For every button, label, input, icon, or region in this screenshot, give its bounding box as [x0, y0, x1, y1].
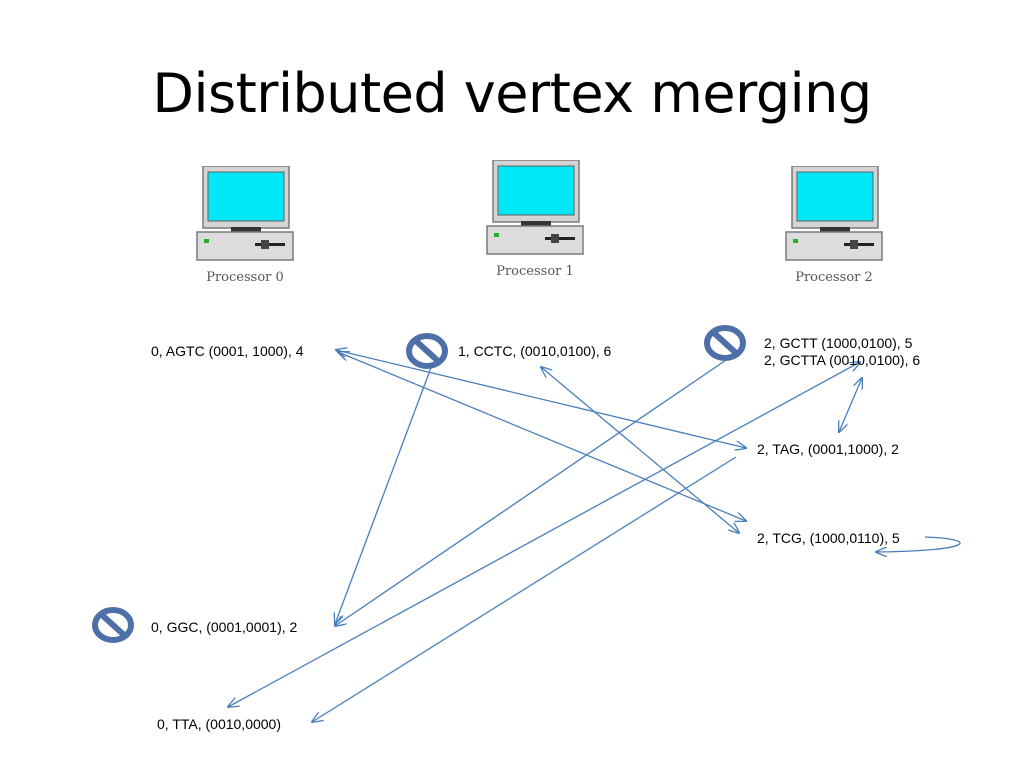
no-entry-icon: [92, 607, 134, 643]
node-tcg: 2, TCG, (1000,0110), 5: [757, 530, 900, 546]
processor-label: Processor 0: [206, 270, 284, 285]
node-gctt: 2, GCTT (1000,0100), 5: [764, 335, 913, 351]
computer-icon: [486, 160, 584, 255]
edge-agtc-tag: [336, 350, 746, 448]
node-cctc: 1, CCTC, (0010,0100), 6: [458, 343, 612, 359]
no-entry-icon: [406, 333, 448, 369]
computer-icon: [196, 166, 294, 261]
processor-1: Processor 1: [485, 160, 595, 290]
edge-cctc-ggc: [335, 364, 433, 624]
edge-agtc-tcg: [338, 352, 746, 521]
node-ggc: 0, GGC, (0001,0001), 2: [151, 619, 298, 635]
processor-label: Processor 2: [795, 270, 873, 285]
node-tta: 0, TTA, (0010,0000): [157, 716, 281, 732]
computer-icon: [785, 166, 883, 261]
processor-2: Processor 2: [784, 166, 894, 296]
no-entry-icon: [704, 325, 746, 361]
node-gctta: 2, GCTTA (0010,0100), 6: [764, 352, 921, 368]
node-tag: 2, TAG, (0001,1000), 2: [757, 441, 899, 457]
edge-cctc-tcg: [541, 367, 739, 533]
processor-0: Processor 0: [195, 166, 305, 296]
slide-title: Distributed vertex merging: [152, 62, 872, 125]
processor-label: Processor 1: [496, 264, 574, 279]
node-agtc: 0, AGTC (0001, 1000), 4: [151, 343, 304, 359]
edge-tcg-self-loop: [876, 536, 961, 552]
edge-gctta-tag: [839, 378, 862, 432]
